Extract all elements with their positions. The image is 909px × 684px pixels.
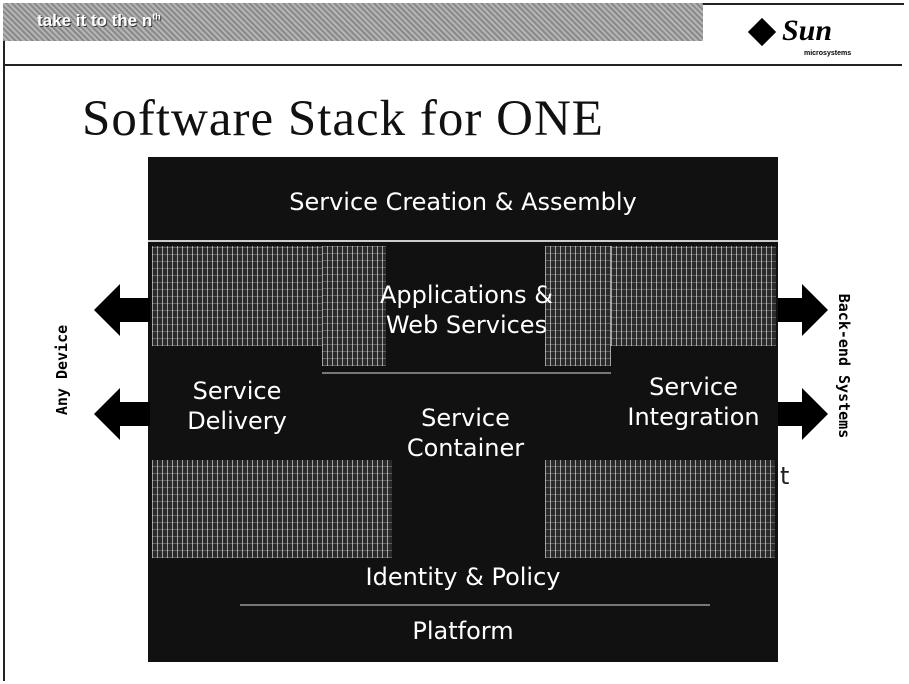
service-container-block: Service Container [386,403,545,463]
container-line-1: Service [421,404,510,432]
header-rule [3,64,902,66]
back-end-systems-label: Back-end Systems [835,293,853,439]
service-integration-block: Service Integration [611,372,776,432]
stray-text: t [780,462,790,490]
texture-block [611,246,776,346]
header-banner: take it to the nth [3,3,703,41]
sun-logo: Sun microsystems [747,14,858,60]
left-arrow-upper-icon [94,284,150,336]
integration-line-2: Integration [627,403,760,431]
sun-diamond-icon [747,17,777,47]
container-line-2: Container [406,434,525,462]
identity-policy-layer: Identity & Policy [365,563,561,591]
platform-layer: Platform [412,617,514,645]
banner-text: take it to the nth [37,11,161,30]
texture-block [152,460,392,558]
texture-block [152,246,322,346]
layer-divider [148,240,778,242]
texture-block [545,460,775,558]
apps-divider [322,372,611,374]
apps-line-1: Applications & [380,281,553,309]
logo-subtitle: microsystems [804,50,852,57]
apps-line-2: Web Services [385,311,548,339]
slide-title: Software Stack for ONE [82,91,604,147]
texture-block [545,246,611,366]
delivery-line-1: Service [192,377,282,405]
applications-web-services-block: Applications & Web Services [322,280,611,340]
right-arrow-lower-icon [778,388,828,440]
delivery-line-2: Delivery [187,407,287,435]
left-arrow-lower-icon [94,388,150,440]
logo-word: Sun [782,14,833,47]
any-device-label: Any Device [53,324,71,416]
service-creation-layer: Service Creation & Assembly [289,188,637,216]
identity-divider [240,604,710,606]
integration-line-1: Service [649,373,738,401]
right-arrow-upper-icon [778,284,828,336]
texture-block [322,246,386,366]
service-delivery-block: Service Delivery [152,376,322,436]
